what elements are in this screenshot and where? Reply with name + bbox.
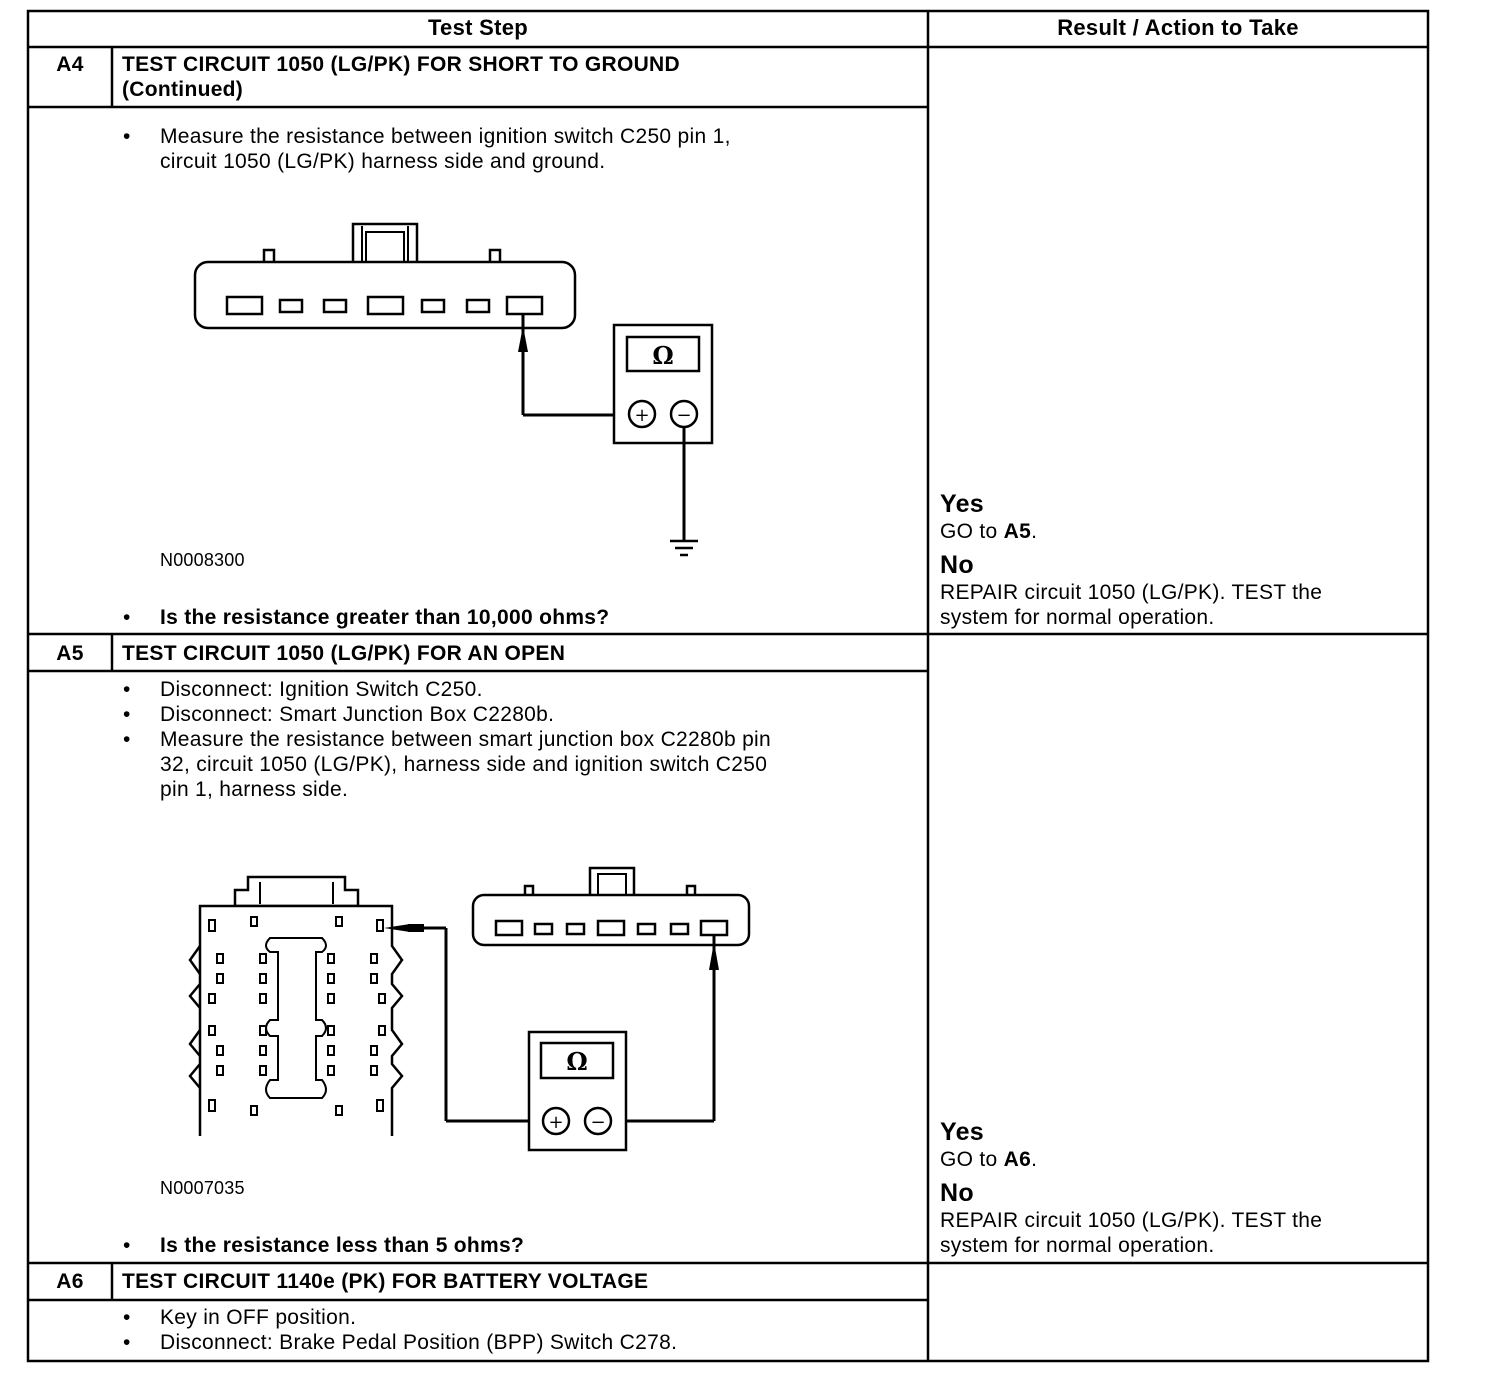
bullet-marker: • — [123, 1306, 131, 1329]
ohmmeter-display — [625, 335, 701, 373]
probe-tip — [384, 924, 410, 932]
result-action-column-header: Result / Action to Take — [1057, 15, 1299, 40]
figure-code-a4: N0008300 — [160, 550, 245, 570]
instruction-line: Key in OFF position. — [160, 1306, 357, 1329]
probe-tip — [709, 942, 719, 970]
result-no-action-a4-line1: REPAIR circuit 1050 (LG/PK). TEST the — [940, 581, 1323, 604]
instruction-item: • Disconnect: Smart Junction Box C2280b. — [123, 702, 771, 727]
connector-latch — [351, 222, 419, 266]
instruction-item: • Key in OFF position. — [123, 1305, 677, 1330]
positive-terminal-label: + — [548, 1112, 563, 1133]
test-step-column-header: Test Step — [427, 15, 529, 40]
result-yes-suffix: . — [1031, 1148, 1038, 1171]
bullet-marker: • — [123, 703, 131, 726]
result-no-action-a4-line2: system for normal operation. — [940, 606, 1215, 629]
instruction-line: Disconnect: Brake Pedal Position (BPP) S… — [160, 1331, 678, 1354]
bullet-marker: • — [123, 606, 131, 629]
positive-terminal — [541, 1106, 571, 1136]
question-item: • Is the resistance less than 5 ohms? — [123, 1233, 524, 1258]
figure-code-a5: N0007035 — [160, 1178, 245, 1198]
question-text: Is the resistance greater than 10,000 oh… — [160, 606, 610, 629]
ohmmeter-display — [539, 1041, 615, 1080]
result-no-action-a5-line2: system for normal operation. — [940, 1234, 1215, 1257]
result-yes-suffix: . — [1031, 520, 1038, 543]
ohm-symbol: Ω — [652, 341, 673, 370]
bullet-marker: • — [123, 1234, 131, 1257]
goto-step-link[interactable]: A6 — [1003, 1148, 1032, 1171]
instruction-line: Disconnect: Ignition Switch C250. — [160, 678, 483, 701]
ground-icon — [670, 539, 698, 557]
negative-terminal-label: − — [590, 1112, 605, 1133]
result-yes-action-a4: GO to A5. — [940, 519, 1037, 544]
result-no-label-a4: No — [940, 551, 974, 579]
negative-terminal-label: − — [676, 405, 691, 426]
result-yes-prefix: GO to — [940, 520, 1004, 543]
instruction-line: Measure the resistance between smart jun… — [160, 728, 772, 751]
bullet-marker: • — [123, 1331, 131, 1354]
positive-terminal-label: + — [634, 405, 649, 426]
instruction-line: 32, circuit 1050 (LG/PK), harness side a… — [160, 753, 768, 776]
step-title-a4-continued: (Continued) — [122, 78, 244, 101]
result-no-action-a5-line1: REPAIR circuit 1050 (LG/PK). TEST the — [940, 1209, 1323, 1232]
positive-terminal — [627, 399, 657, 429]
bullet-marker: • — [123, 728, 131, 751]
instruction-list-a5: • Disconnect: Ignition Switch C250. • Di… — [123, 677, 771, 802]
question-text: Is the resistance less than 5 ohms? — [160, 1234, 525, 1257]
diagram-a5-open-circuit: Ω + − — [188, 866, 751, 1152]
question-list-a5: • Is the resistance less than 5 ohms? — [123, 1233, 524, 1258]
step-title-a6: TEST CIRCUIT 1140e (PK) FOR BATTERY VOLT… — [122, 1270, 649, 1293]
step-id-a5: A5 — [56, 642, 84, 665]
bullet-marker: • — [123, 125, 131, 148]
instruction-item: • Measure the resistance between smart j… — [123, 727, 771, 802]
negative-terminal — [583, 1106, 613, 1136]
instruction-item: • Measure the resistance between ignitio… — [123, 124, 731, 174]
junction-box-connector-latch — [233, 875, 360, 908]
instruction-line: pin 1, harness side. — [160, 778, 349, 801]
step-id-a6: A6 — [56, 1270, 84, 1293]
result-yes-action-a5: GO to A6. — [940, 1147, 1037, 1172]
diagram-a4-resistance-to-ground: Ω + − — [193, 222, 714, 557]
instruction-line: Measure the resistance between ignition … — [160, 125, 731, 148]
bullet-marker: • — [123, 678, 131, 701]
instruction-item: • Disconnect: Brake Pedal Position (BPP)… — [123, 1330, 677, 1355]
result-yes-label-a5: Yes — [940, 1118, 985, 1146]
step-title-a4: TEST CIRCUIT 1050 (LG/PK) FOR SHORT TO G… — [122, 53, 680, 76]
instruction-line: Disconnect: Smart Junction Box C2280b. — [160, 703, 555, 726]
connector-latch — [588, 866, 636, 898]
instruction-list-a6: • Key in OFF position. • Disconnect: Bra… — [123, 1305, 677, 1355]
result-no-label-a5: No — [940, 1179, 974, 1207]
goto-step-link[interactable]: A5 — [1003, 520, 1032, 543]
question-list-a4: • Is the resistance greater than 10,000 … — [123, 605, 609, 630]
result-yes-prefix: GO to — [940, 1148, 1004, 1171]
result-yes-label-a4: Yes — [940, 490, 985, 518]
probe-tip — [518, 326, 528, 352]
instruction-list-a4: • Measure the resistance between ignitio… — [123, 124, 731, 174]
step-id-a4: A4 — [56, 53, 84, 76]
ohm-symbol: Ω — [566, 1047, 587, 1076]
question-item: • Is the resistance greater than 10,000 … — [123, 605, 609, 630]
step-title-a5: TEST CIRCUIT 1050 (LG/PK) FOR AN OPEN — [122, 642, 566, 665]
instruction-item: • Disconnect: Ignition Switch C250. — [123, 677, 771, 702]
instruction-line: circuit 1050 (LG/PK) harness side and gr… — [160, 150, 606, 173]
